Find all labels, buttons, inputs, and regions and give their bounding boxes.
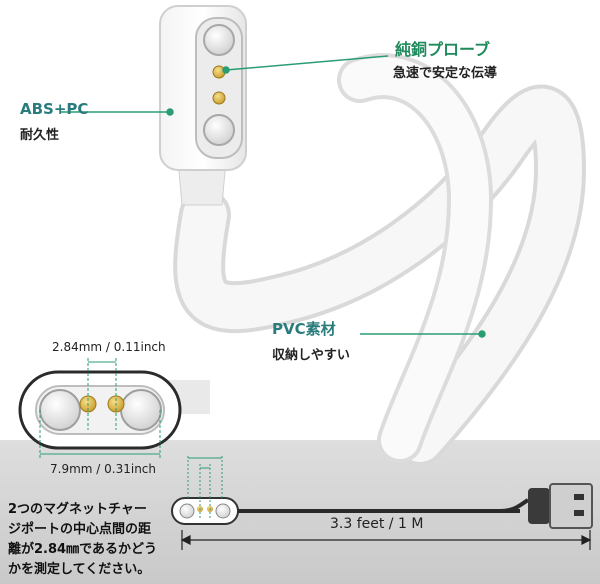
note-line-2: ジポートの中心点間の距 — [8, 522, 152, 537]
cable-title: PVC素材 — [272, 320, 336, 338]
note-line-4: かを測定してください。 — [8, 562, 151, 577]
probe-subtitle: 急速で安定な伝導 — [393, 66, 498, 81]
connector-detail — [18, 358, 210, 458]
usb-plug — [528, 483, 593, 529]
probe-title: 純銅プローブ — [395, 40, 491, 59]
length-dimension — [180, 530, 592, 550]
housing-subtitle: 耐久性 — [20, 128, 60, 143]
note-line-3: 離が2.84㎜であるかどう — [8, 542, 157, 557]
pin-spacing-label: 2.84mm / 0.11inch — [52, 340, 166, 354]
note-line-1: 2つのマグネットチャー — [8, 502, 147, 517]
length-label: 3.3 feet / 1 M — [330, 516, 424, 532]
width-label: 7.9mm / 0.31inch — [50, 462, 156, 476]
small-connector — [171, 456, 239, 525]
housing-title: ABS+PC — [20, 100, 89, 118]
cable-subtitle: 収納しやすい — [272, 348, 350, 363]
measure-note: 2つのマグネットチャー ジポートの中心点間の距 離が2.84㎜であるかどう かを… — [8, 500, 180, 580]
charger-head — [159, 5, 247, 171]
callout-lines — [60, 55, 486, 338]
cable-loop — [173, 53, 587, 466]
